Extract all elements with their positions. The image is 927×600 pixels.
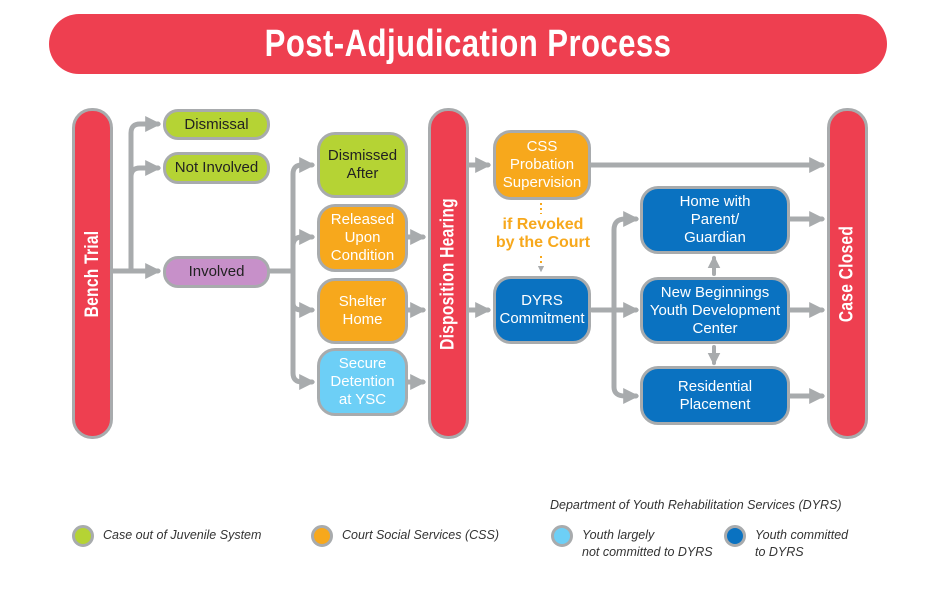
legend-item-orange: Court Social Services (CSS) [311,525,499,547]
legend-swatch-light-blue [551,525,573,547]
legend-swatch-orange [311,525,333,547]
home-with-parent-node: Home with Parent/ Guardian [640,186,790,254]
legend-item-green: Case out of Juvenile System [72,525,261,547]
legend-dyrs-header: Department of Youth Rehabilitation Servi… [550,498,842,512]
residential-placement-label: Residential Placement [677,377,753,413]
legend-label: Court Social Services (CSS) [342,528,499,542]
connector-involved-to-dismissed-after [290,156,316,274]
css-probation-label: CSS Probation Supervision [502,138,582,191]
css-probation-node: CSS Probation Supervision [493,130,591,200]
connector-bench-to-dismissal [109,115,162,274]
dismissal-node: Dismissal [163,109,270,140]
released-upon-condition-label: Released Upon Condition [330,211,395,264]
legend-item-dark-blue: Youth committed to DYRS [724,525,848,561]
connector-involved-to-shelter [290,268,316,319]
connector-involved-to-released [290,228,316,249]
bench-trial-pill: Bench Trial [72,108,113,439]
legend-label: Case out of Juvenile System [103,528,262,542]
connector-bench-to-not-involved [128,159,162,180]
page-title: Post-Adjudication Process [264,22,672,65]
connector-dyrs-to-home [611,210,640,313]
not-involved-label: Not Involved [174,159,259,176]
home-with-parent-label: Home with Parent/ Guardian [679,193,751,246]
new-beginnings-label: New Beginnings Youth Development Center [649,283,781,337]
not-involved-node: Not Involved [163,152,270,184]
dismissed-after-node: Dismissed After [317,132,408,198]
title-banner: Post-Adjudication Process [49,14,887,74]
legend-label: Youth largely not committed to DYRS [582,528,713,559]
released-upon-condition-node: Released Upon Condition [317,204,408,272]
connector-involved-to-secure [290,297,316,391]
shelter-home-node: Shelter Home [317,278,408,344]
disposition-hearing-pill: Disposition Hearing [428,108,469,439]
dyrs-commitment-label: DYRS Commitment [499,292,585,327]
involved-node: Involved [163,256,270,288]
shelter-home-label: Shelter Home [338,293,387,328]
dismissed-after-label: Dismissed After [327,147,398,182]
legend-swatch-dark-blue [724,525,746,547]
dyrs-commitment-node: DYRS Commitment [493,276,591,344]
legend-swatch-green [72,525,94,547]
dismissal-label: Dismissal [184,115,249,133]
legend-label: Youth committed to DYRS [755,528,849,559]
case-closed-label: Case Closed [836,225,858,322]
connector-dyrs-to-residential [611,307,640,405]
case-closed-pill: Case Closed [827,108,868,439]
new-beginnings-node: New Beginnings Youth Development Center [640,277,790,344]
legend-item-light-blue: Youth largely not committed to DYRS [551,525,713,561]
secure-detention-node: Secure Detention at YSC [317,348,408,416]
secure-detention-label: Secure Detention at YSC [330,355,395,408]
residential-placement-node: Residential Placement [640,366,790,425]
revoked-note: if Revoked by the Court [495,216,591,251]
involved-label: Involved [188,263,245,280]
disposition-hearing-label: Disposition Hearing [437,197,459,350]
bench-trial-label: Bench Trial [81,230,103,317]
